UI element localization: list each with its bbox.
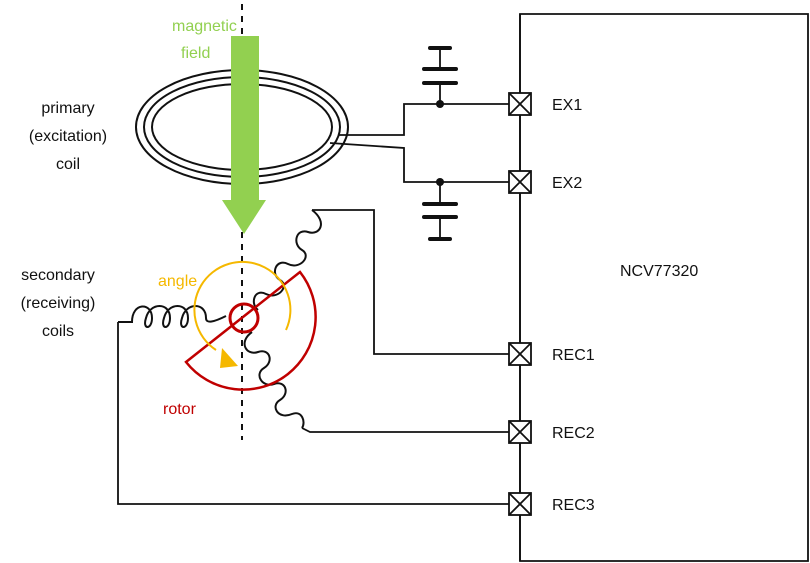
magnetic-field-label-line2: field [181, 45, 210, 62]
angle-label: angle [158, 273, 197, 290]
pin-ex1: EX1 [508, 92, 582, 116]
chip-label: NCV77320 [620, 263, 698, 280]
secondary-coil-rec2 [243, 331, 520, 433]
angle-arc [193, 260, 292, 368]
rotor-label: rotor [163, 401, 197, 418]
rotor [184, 270, 317, 391]
primary-coil-label-line2: (excitation) [29, 128, 107, 145]
primary-coil-label-line1: primary [41, 100, 94, 117]
secondary-coil-label-line2: (receiving) [21, 295, 96, 312]
pin-label-rec3: REC3 [552, 497, 595, 514]
capacitor-ex2 [422, 178, 458, 241]
secondary-coil-rec3 [117, 305, 520, 505]
pin-rec3: REC3 [508, 492, 595, 516]
pin-label-ex2: EX2 [552, 175, 582, 192]
secondary-coil-rec1 [252, 209, 520, 355]
primary-coil [135, 69, 520, 185]
pin-label-rec2: REC2 [552, 425, 595, 442]
magnetic-field-label-line1: magnetic [172, 18, 237, 35]
primary-coil-label-line3: coil [56, 156, 80, 173]
secondary-coil-label-line3: coils [42, 323, 74, 340]
pin-label-rec1: REC1 [552, 347, 595, 364]
pin-ex2: EX2 [508, 170, 582, 194]
magnetic-field-arrow [222, 36, 266, 234]
pin-rec2: REC2 [508, 420, 595, 444]
secondary-coil-label-line1: secondary [21, 267, 95, 284]
pin-rec1: REC1 [508, 342, 595, 366]
capacitor-ex1 [422, 46, 458, 108]
pin-label-ex1: EX1 [552, 97, 582, 114]
